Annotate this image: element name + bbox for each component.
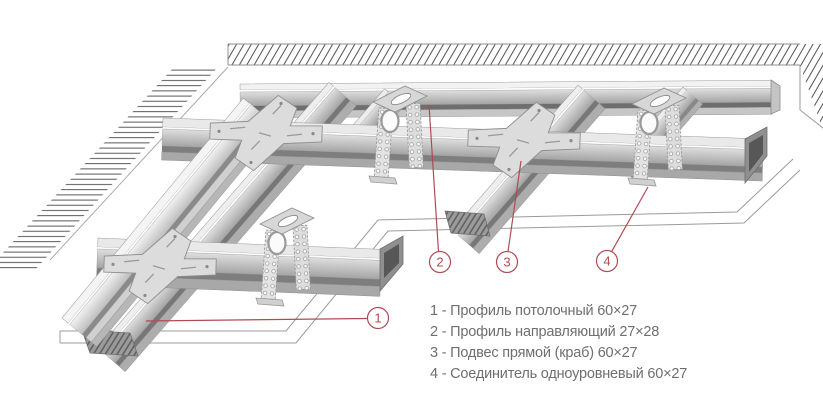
legend-item-4: 4 - Соединитель одноуровневый 60×27 — [430, 366, 688, 382]
callout-circle-4 — [595, 249, 619, 273]
callout-number-3: 3 — [503, 255, 510, 270]
callout-leader-1 — [145, 317, 368, 322]
callout-number-4: 4 — [603, 254, 610, 269]
wall-hatch-right — [799, 44, 823, 130]
guide-profile-back-end — [770, 79, 781, 115]
wall-hatch-top — [227, 43, 800, 66]
legend: 1 - Профиль потолочный 60×27 2 - Профиль… — [430, 301, 687, 385]
legend-item-2: 2 - Профиль направляющий 27×28 — [430, 324, 660, 340]
legend-item-3: 3 - Подвес прямой (краб) 60×27 — [430, 345, 638, 361]
callout-circle-1 — [366, 306, 390, 330]
callout-circle-2 — [428, 250, 452, 274]
wall-edge-line — [49, 66, 229, 261]
callouts: 1 2 3 4 — [145, 104, 649, 330]
callout-number-1: 1 — [374, 311, 381, 326]
callout-leader-4 — [610, 186, 649, 253]
callout-leader-3 — [507, 160, 522, 252]
ceiling-profile-cut-end-mid — [444, 210, 491, 237]
perimeter-outline — [59, 158, 801, 344]
legend-item-1: 1 - Профиль потолочный 60×27 — [430, 303, 638, 319]
callout-leader-2 — [428, 104, 440, 252]
ceiling-profile-lower-end — [379, 235, 404, 293]
callout-number-2: 2 — [436, 255, 443, 270]
ceiling-profile-upper-end — [744, 126, 768, 185]
callout-circle-3 — [495, 250, 519, 274]
wall-hatch-left — [0, 66, 229, 270]
